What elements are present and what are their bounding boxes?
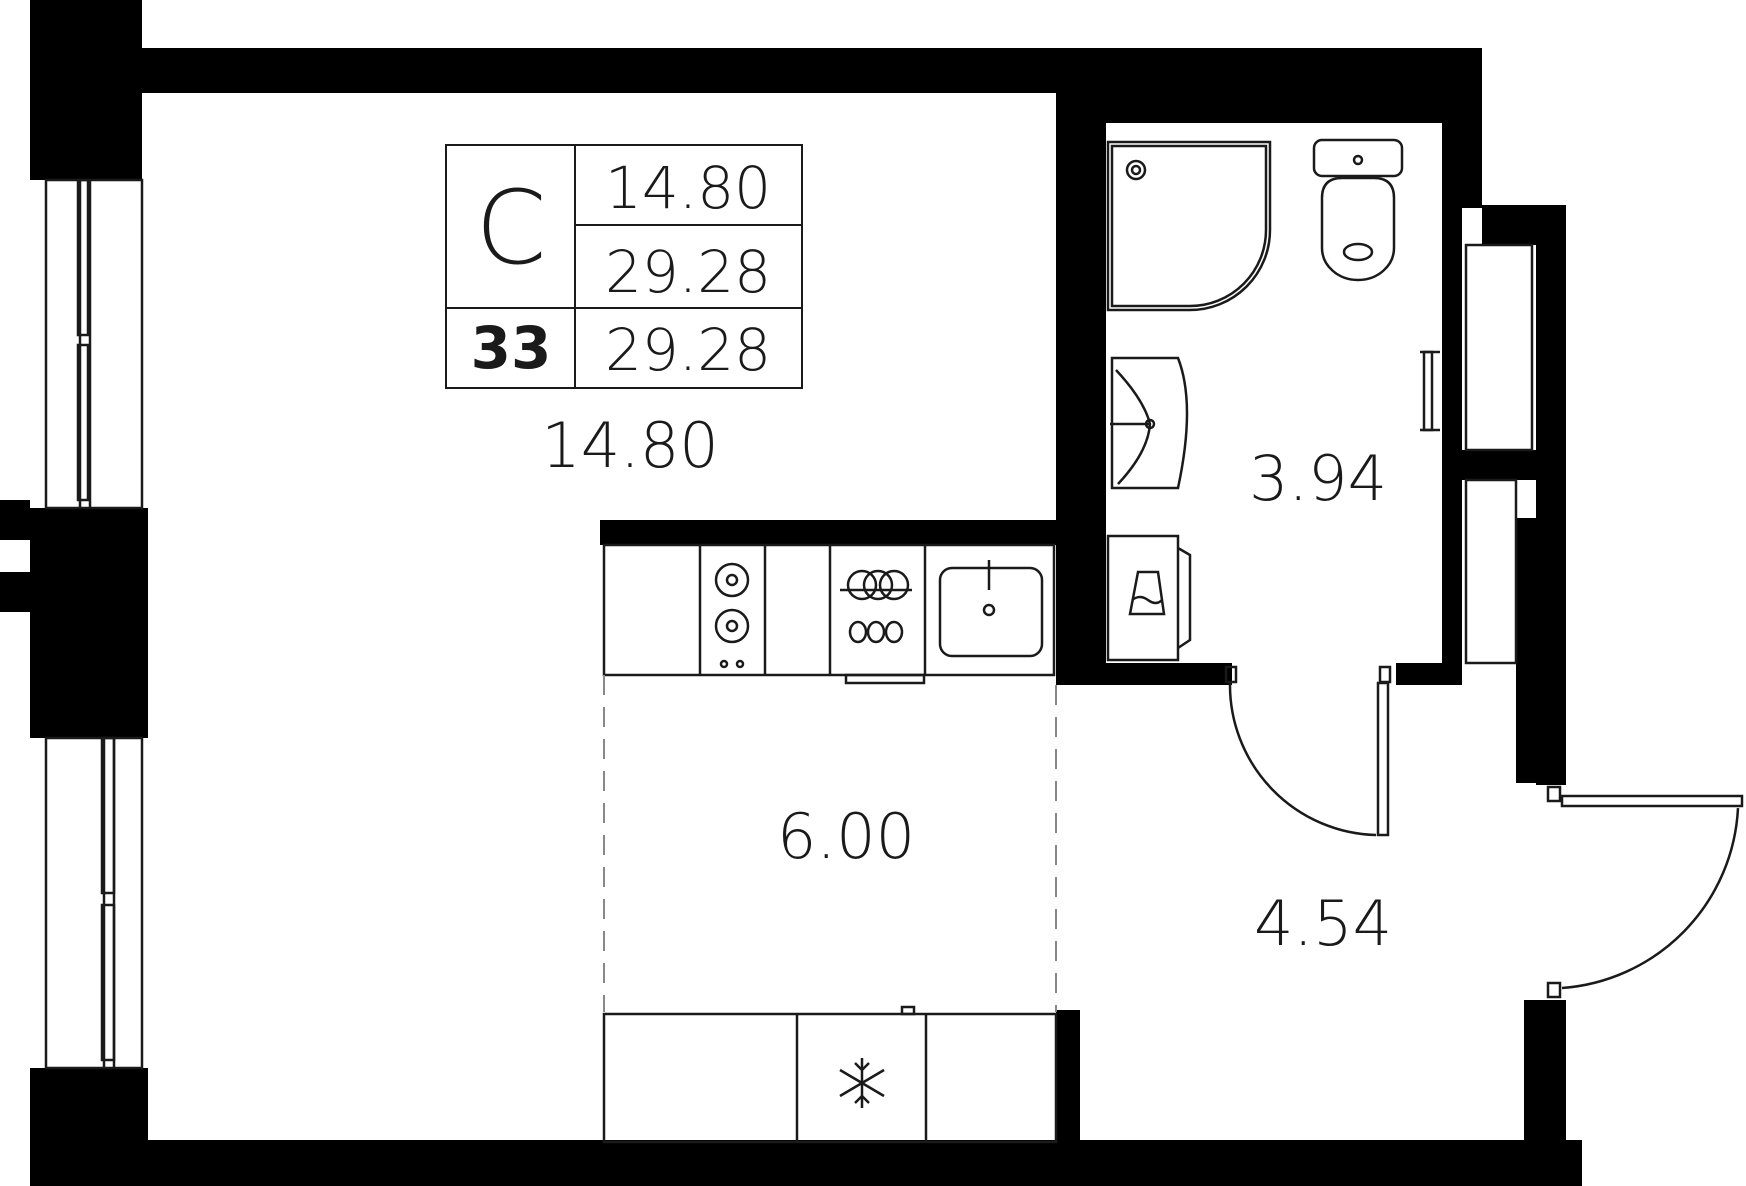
wall-bath-bottom-left — [1056, 663, 1232, 685]
legend-total-area: 29.28 — [605, 238, 771, 306]
wall-bottom — [142, 1140, 1582, 1186]
wall-bath-right — [1442, 93, 1462, 673]
wall-left-middle-notch-2 — [0, 572, 30, 612]
oven-icon — [840, 569, 926, 685]
entrance-door — [1546, 785, 1744, 999]
closet-lower — [1464, 478, 1518, 665]
wall-cutouts — [1106, 123, 1532, 663]
wall-kitchen-partition — [600, 520, 1060, 545]
toilet-icon — [1312, 138, 1404, 282]
wall-right-jamb — [1516, 518, 1536, 783]
wall-left-middle — [30, 508, 148, 738]
window-lower — [44, 736, 144, 1070]
sink-icon — [938, 560, 1044, 658]
living-room-area: 14.80 — [541, 409, 719, 482]
kitchen-counter-lower — [602, 1005, 1058, 1144]
snowflake-icon — [839, 1058, 885, 1108]
washing-machine-icon — [1106, 534, 1192, 662]
hallway-area: 4.54 — [1254, 887, 1392, 960]
wall-hall-partition — [1056, 1010, 1080, 1145]
stove-icon — [714, 562, 750, 669]
wall-bath-top — [1106, 93, 1442, 123]
shower-icon — [1106, 140, 1272, 312]
legend-total-area-with-balcony: 29.28 — [605, 316, 771, 384]
wall-right-column — [1536, 205, 1566, 785]
windows — [44, 178, 144, 1070]
wall-bath-left-thin — [1078, 93, 1106, 673]
legend-apartment-number: 33 — [471, 314, 552, 382]
kitchen-area: 6.00 — [777, 800, 915, 873]
closet-upper — [1464, 243, 1534, 452]
towel-rail-icon — [1420, 350, 1440, 432]
wall-left-bottom — [30, 1068, 148, 1186]
wall-left-top — [30, 0, 142, 180]
wall-right-lower — [1524, 1000, 1566, 1186]
legend-type-letter: С — [475, 169, 546, 288]
wall-left-middle-notch — [0, 500, 30, 540]
washbasin-icon — [1110, 356, 1189, 490]
walls — [0, 0, 1582, 1186]
kitchen-counter-upper — [602, 543, 1056, 677]
wall-top — [142, 48, 1482, 93]
kitchen-zone — [603, 675, 1057, 1012]
wall-bath-bottom-right — [1396, 663, 1462, 685]
window-upper — [44, 178, 144, 510]
bathroom-area: 3.94 — [1249, 442, 1387, 515]
bathroom-door — [1224, 665, 1392, 837]
legend-living-area: 14.80 — [605, 154, 771, 222]
legend-box — [445, 144, 803, 389]
